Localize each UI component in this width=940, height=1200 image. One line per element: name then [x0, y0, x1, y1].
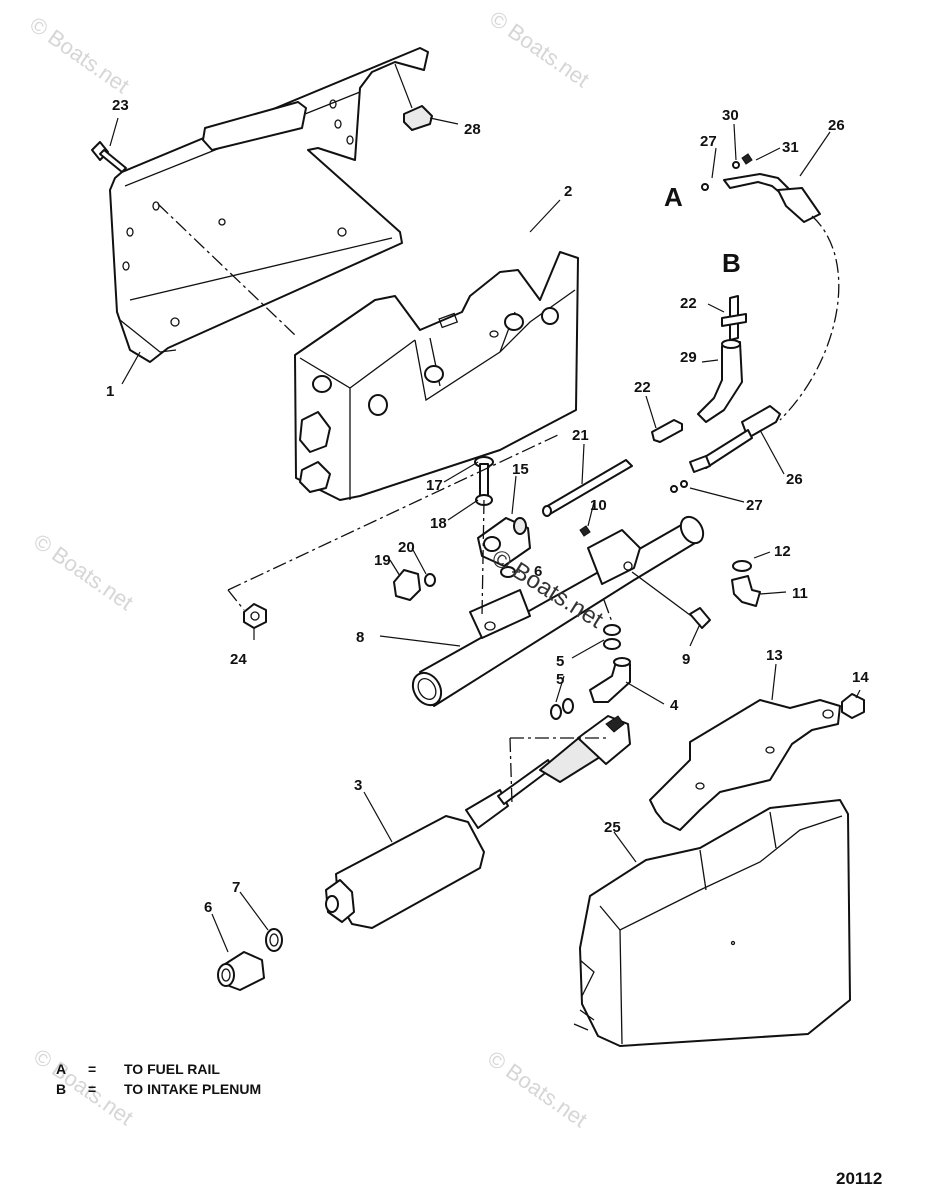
figure-number: 20112	[836, 1169, 882, 1188]
part-8-fuel-manifold-tube	[411, 515, 705, 707]
callout-21: 21	[572, 427, 589, 444]
callout-19: 19	[374, 552, 391, 569]
watermark-mid-left: © Boats.net	[29, 529, 138, 616]
callout-3: 3	[354, 777, 362, 794]
watermark-top-left: © Boats.net	[25, 12, 134, 99]
leader-lines	[109, 117, 861, 953]
legend-row-b: B = TO INTAKE PLENUM	[56, 1081, 261, 1097]
callout-22-lower: 22	[634, 379, 651, 396]
watermark-bottom-left: © Boats.net	[29, 1044, 138, 1131]
callout-15: 15	[512, 461, 529, 478]
part-14-nut	[841, 693, 865, 719]
part-1-mounting-bracket	[109, 47, 429, 363]
callout-26-lower: 26	[786, 471, 803, 488]
part-23-screw	[91, 141, 127, 173]
callout-2: 2	[564, 183, 572, 200]
watermark-top-right: © Boats.net	[485, 6, 594, 93]
part-20-o-ring	[424, 573, 436, 587]
callout-27-lower: 27	[746, 497, 763, 514]
legend-sep-b: =	[88, 1081, 96, 1097]
legend-key-b: B	[56, 1081, 66, 1097]
part-21-rod	[542, 459, 633, 517]
callout-6: 6	[204, 899, 212, 916]
view-marker-a: A	[664, 182, 683, 212]
part-4-elbow-fitting	[589, 657, 631, 703]
part-22-fitting-lower	[651, 419, 683, 443]
part-9-sensor	[631, 571, 711, 629]
part-12-o-ring	[732, 560, 752, 572]
legend-sep-a: =	[88, 1061, 96, 1077]
part-3-fuel-pump	[325, 715, 631, 929]
callout-27-top: 27	[700, 133, 717, 150]
part-27-o-rings-lower	[670, 480, 688, 493]
callout-30: 30	[722, 107, 739, 124]
part-17-bolt	[474, 456, 494, 499]
part-28-clip	[394, 63, 433, 131]
part-25-tank	[573, 799, 851, 1047]
callout-25: 25	[604, 819, 621, 836]
part-15-pressure-regulator	[477, 517, 531, 567]
callout-28: 28	[464, 121, 481, 138]
part-13-bracket	[649, 699, 841, 831]
part-7-washer	[265, 928, 283, 952]
callout-6-small: 6	[534, 563, 542, 580]
callout-8: 8	[356, 629, 364, 646]
callout-31: 31	[782, 139, 799, 156]
part-19-nut	[393, 569, 421, 601]
legend-text-a: TO FUEL RAIL	[124, 1061, 220, 1077]
callout-12: 12	[774, 543, 791, 560]
legend-text-b: TO INTAKE PLENUM	[124, 1081, 261, 1097]
callout-1: 1	[106, 383, 114, 400]
callout-14: 14	[852, 669, 869, 686]
callout-10: 10	[590, 497, 607, 514]
callout-20: 20	[398, 539, 415, 556]
legend-row-a: A = TO FUEL RAIL	[56, 1061, 220, 1077]
callout-5-upper: 5	[556, 653, 564, 670]
callout-5-lower: 5	[556, 671, 564, 688]
callout-18: 18	[430, 515, 447, 532]
callout-13: 13	[766, 647, 783, 664]
part-26-fuel-hose-a	[701, 153, 840, 421]
callout-24: 24	[230, 651, 247, 668]
view-marker-b: B	[722, 248, 741, 278]
callout-29: 29	[680, 349, 697, 366]
part-5-o-rings	[550, 624, 621, 720]
alignment-lines	[157, 203, 613, 805]
callout-11: 11	[792, 585, 808, 602]
part-26-fuel-line-lower	[689, 405, 781, 473]
callout-4: 4	[670, 697, 679, 714]
part-11-elbow-fitting	[731, 575, 761, 607]
legend-key-a: A	[56, 1061, 66, 1077]
part-24-nut	[243, 603, 267, 629]
callout-23: 23	[112, 97, 129, 114]
part-29-hose	[697, 339, 743, 423]
callout-9: 9	[682, 651, 690, 668]
part-22-tee-fitting-b	[721, 295, 747, 341]
callout-26-top: 26	[828, 117, 845, 134]
callout-22-upper: 22	[680, 295, 697, 312]
callout-17: 17	[426, 477, 443, 494]
part-6-fitting	[217, 951, 265, 991]
legend: A = TO FUEL RAIL B = TO INTAKE PLENUM	[56, 1061, 261, 1097]
part-2-electrical-box	[294, 251, 579, 501]
callout-7: 7	[232, 879, 240, 896]
watermark-bottom-mid: © Boats.net	[483, 1046, 592, 1133]
part-10-screw	[579, 525, 591, 537]
